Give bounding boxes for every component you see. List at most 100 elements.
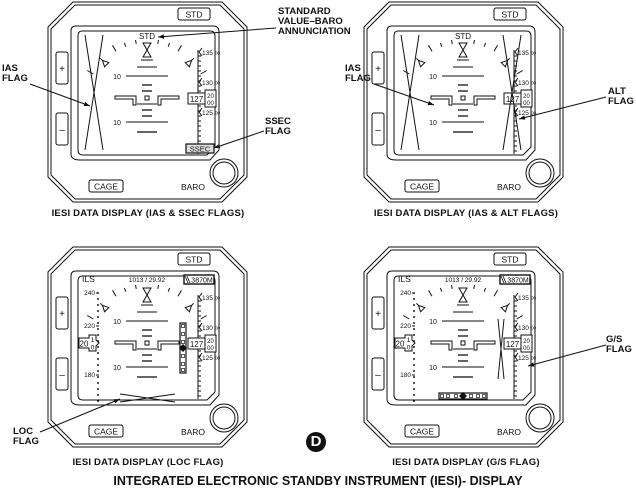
std-button-label[interactable]: STD bbox=[502, 255, 519, 265]
cage-button-label[interactable]: CAGE bbox=[410, 427, 434, 437]
roll-scale-tick bbox=[123, 42, 127, 47]
baro-label: BARO bbox=[181, 427, 205, 437]
altitude-fine-top: 20 bbox=[207, 339, 214, 345]
caption-gs: IESI DATA DISPLAY (G/S FLAG) bbox=[392, 457, 540, 468]
baro-knob-center[interactable] bbox=[528, 406, 552, 430]
plus-button[interactable]: + bbox=[55, 51, 69, 85]
altitude-scale-suffix: 00 bbox=[215, 326, 221, 331]
std-button[interactable]: STD bbox=[177, 252, 211, 266]
plus-button[interactable]: + bbox=[371, 51, 385, 85]
cage-button[interactable]: CAGE bbox=[404, 179, 440, 193]
baro-knob-ring[interactable] bbox=[209, 158, 239, 188]
std-button-label[interactable]: STD bbox=[186, 10, 203, 20]
roll-scale-tick bbox=[86, 315, 94, 320]
baro-knob-center[interactable] bbox=[212, 406, 236, 430]
minus-button-label[interactable]: – bbox=[59, 370, 65, 381]
baro-knob[interactable] bbox=[209, 403, 239, 433]
altitude-scale-suffix: 00 bbox=[531, 51, 537, 56]
plus-button-outline[interactable] bbox=[371, 296, 385, 330]
localizer-dot bbox=[446, 394, 450, 398]
cage-button-outline[interactable] bbox=[404, 179, 440, 193]
baro-knob-ring[interactable] bbox=[209, 403, 239, 433]
minus-button-label[interactable]: – bbox=[59, 125, 65, 136]
std-button[interactable]: STD bbox=[177, 7, 211, 21]
cage-button[interactable]: CAGE bbox=[404, 424, 440, 438]
plus-button[interactable]: + bbox=[371, 296, 385, 330]
cage-button-outline[interactable] bbox=[88, 179, 124, 193]
glideslope-diamond bbox=[179, 344, 187, 352]
plus-button-label[interactable]: + bbox=[375, 64, 381, 75]
speed-readout: 20 bbox=[80, 340, 89, 349]
std-button[interactable]: STD bbox=[493, 7, 527, 21]
baro-knob-center[interactable] bbox=[528, 161, 552, 185]
plus-button[interactable]: + bbox=[55, 296, 69, 330]
std-button-outline[interactable] bbox=[493, 252, 527, 266]
baro-knob-ring[interactable] bbox=[525, 403, 555, 433]
plus-button-outline[interactable] bbox=[55, 296, 69, 330]
minus-button-outline[interactable] bbox=[371, 357, 385, 391]
altitude-fine-bottom: 00 bbox=[207, 346, 214, 352]
cage-button-label[interactable]: CAGE bbox=[410, 182, 434, 192]
bezel-outer bbox=[363, 246, 564, 448]
roll-scale-tick bbox=[177, 44, 182, 52]
std-button[interactable]: STD bbox=[493, 252, 527, 266]
std-button-label[interactable]: STD bbox=[186, 255, 203, 265]
altitude-scale-chevron bbox=[514, 77, 519, 87]
altitude-fine-top: 20 bbox=[523, 94, 530, 100]
roll-scale-index-triangle bbox=[500, 304, 509, 313]
roll-scale-tick bbox=[123, 287, 127, 292]
roll-scale-tick bbox=[439, 287, 443, 292]
baro-knob[interactable] bbox=[525, 403, 555, 433]
minus-button[interactable]: – bbox=[55, 357, 69, 391]
baro-knob-ring[interactable] bbox=[525, 158, 555, 188]
minus-button[interactable]: – bbox=[55, 112, 69, 146]
plus-button-outline[interactable] bbox=[55, 51, 69, 85]
minus-button-label[interactable]: – bbox=[375, 370, 381, 381]
altitude-scale-label-130: 130 bbox=[202, 325, 213, 332]
sky-pointer-bottom bbox=[458, 48, 468, 58]
speed-scale-label-180: 180 bbox=[84, 372, 95, 379]
minus-button[interactable]: – bbox=[371, 357, 385, 391]
sky-pointer-top bbox=[458, 287, 468, 297]
plus-button-label[interactable]: + bbox=[59, 309, 65, 320]
cage-button-outline[interactable] bbox=[404, 424, 440, 438]
plus-button-label[interactable]: + bbox=[59, 64, 65, 75]
std-button-label[interactable]: STD bbox=[502, 10, 519, 20]
baro-setting-readout: 1013 / 29.92 bbox=[129, 277, 166, 284]
baro-knob[interactable] bbox=[525, 158, 555, 188]
minus-button[interactable]: – bbox=[371, 112, 385, 146]
std-button-outline[interactable] bbox=[177, 7, 211, 21]
altitude-fine-top: 20 bbox=[523, 339, 530, 345]
minus-button-outline[interactable] bbox=[55, 357, 69, 391]
pitch-label-minus-10: 10 bbox=[113, 120, 121, 127]
speed-drum-bottom: 0 bbox=[407, 345, 411, 352]
cage-button-label[interactable]: CAGE bbox=[94, 427, 118, 437]
roll-scale-tick bbox=[112, 44, 117, 52]
minus-button-outline[interactable] bbox=[371, 112, 385, 146]
baro-knob[interactable] bbox=[209, 158, 239, 188]
altitude-scale-chevron bbox=[514, 292, 519, 302]
altitude-scale-suffix: 00 bbox=[215, 296, 221, 301]
bezel-inner bbox=[50, 249, 245, 445]
minus-button-outline[interactable] bbox=[55, 112, 69, 146]
altitude-scale-suffix: 00 bbox=[215, 356, 221, 361]
cage-button-outline[interactable] bbox=[88, 424, 124, 438]
plus-button-label[interactable]: + bbox=[375, 309, 381, 320]
roll-scale-index-triangle bbox=[101, 304, 110, 313]
caption-ias-ssec: IESI DATA DISPLAY (IAS & SSEC FLAGS) bbox=[51, 208, 245, 219]
std-button-outline[interactable] bbox=[493, 7, 527, 21]
leader-loc-flag bbox=[39, 398, 121, 433]
plus-button-outline[interactable] bbox=[371, 51, 385, 85]
cage-button-label[interactable]: CAGE bbox=[94, 182, 118, 192]
std-button-outline[interactable] bbox=[177, 252, 211, 266]
minus-button-label[interactable]: – bbox=[375, 125, 381, 136]
cage-button[interactable]: CAGE bbox=[88, 179, 124, 193]
screen-frame-outer bbox=[70, 25, 220, 161]
localizer-diamond bbox=[459, 392, 467, 400]
baro-knob-center[interactable] bbox=[212, 161, 236, 185]
cage-button[interactable]: CAGE bbox=[88, 424, 124, 438]
roll-scale-tick bbox=[135, 39, 137, 45]
